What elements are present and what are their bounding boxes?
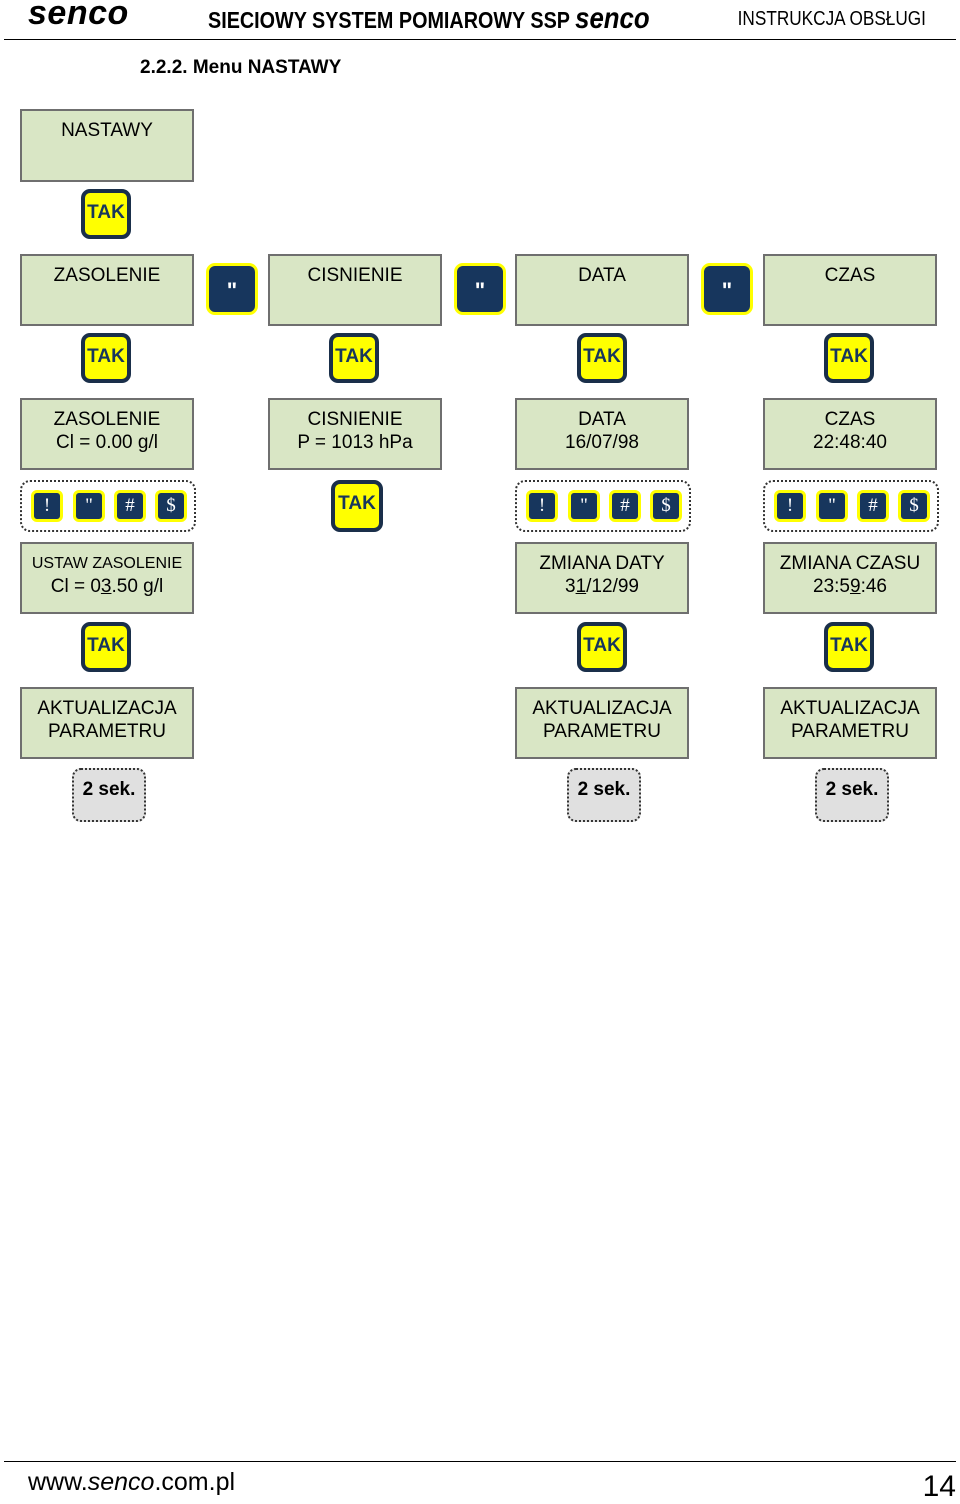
keypad-key-1: ! (526, 490, 558, 522)
current-title: ZASOLENIE (53, 409, 161, 430)
keypad-key-3: # (857, 490, 889, 522)
tak-key-czas: TAK (824, 333, 874, 383)
box-set-data: ZMIANA DATY 31/12/99 (515, 542, 689, 614)
current-title: DATA (578, 409, 626, 430)
set-value: 31/12/99 (517, 575, 687, 598)
keypad-czas: ! " # $ (763, 480, 939, 532)
tak-key-root: TAK (81, 189, 131, 239)
box-update-data: AKTUALIZACJA PARAMETRU (515, 687, 689, 759)
menu-label: CISNIENIE (307, 265, 403, 286)
update-line2: PARAMETRU (791, 721, 909, 742)
set-value-cursor: 1 (575, 576, 587, 597)
box-menu-zasolenie: ZASOLENIE (20, 254, 194, 326)
keypad-key-4: $ (898, 490, 930, 522)
update-line2: PARAMETRU (543, 721, 661, 742)
box-update-czas: AKTUALIZACJA PARAMETRU (763, 687, 937, 759)
set-title: ZMIANA CZASU (779, 553, 921, 574)
menu-label: ZASOLENIE (53, 265, 161, 286)
box-current-czas: CZAS 22:48:40 (763, 398, 937, 470)
senco-logo: senco (28, 0, 129, 32)
keypad-key-3: # (114, 490, 146, 522)
delay-box-zasolenie: 2 sek. (72, 768, 146, 822)
tak-key-zasolenie: TAK (81, 333, 131, 383)
current-title: CZAS (824, 409, 876, 430)
current-value: 22:48:40 (813, 432, 887, 453)
keypad-data: ! " # $ (515, 480, 691, 532)
box-current-zasolenie: ZASOLENIE Cl = 0.00 g/l (20, 398, 194, 470)
set-value-pre: 3 (565, 576, 576, 597)
current-value: 16/07/98 (565, 432, 639, 453)
tak-key-data: TAK (577, 333, 627, 383)
footer-url-b: senco (87, 1468, 155, 1496)
set-value-post: :46 (860, 576, 887, 597)
set-value-pre: 23:5 (813, 576, 850, 597)
section-title: 2.2.2. Menu NASTAWY (140, 57, 342, 78)
delay-box-data: 2 sek. (567, 768, 641, 822)
box-menu-data: DATA (515, 254, 689, 326)
keypad-key-3: # (609, 490, 641, 522)
box-menu-cisnienie: CISNIENIE (268, 254, 442, 326)
footer-url[interactable]: www.senco.com.pl (28, 1468, 235, 1497)
update-line2: PARAMETRU (48, 721, 166, 742)
tak-key-cisnienie: TAK (329, 333, 379, 383)
update-line1: AKTUALIZACJA (532, 698, 672, 719)
tak-key-set-data: TAK (577, 622, 627, 672)
footer-url-c: .com.pl (154, 1468, 236, 1496)
keypad-key-1: ! (774, 490, 806, 522)
box-nastawy: NASTAWY (20, 109, 194, 182)
box-current-cisnienie: CISNIENIE P = 1013 hPa (268, 398, 442, 470)
current-value: P = 1013 hPa (297, 432, 413, 453)
footer-divider (4, 1461, 956, 1462)
page-number: 14 (922, 1470, 956, 1503)
keypad-zasolenie: ! " # $ (20, 480, 196, 532)
set-value: 23:59:46 (765, 575, 935, 598)
keypad-key-4: $ (155, 490, 187, 522)
set-value-cursor: 3 (100, 576, 112, 597)
current-value: Cl = 0.00 g/l (56, 432, 158, 453)
keypad-key-2: " (73, 490, 105, 522)
set-value-post: .50 g/l (111, 576, 164, 597)
delay-box-czas: 2 sek. (815, 768, 889, 822)
menu-label: CZAS (824, 265, 876, 286)
box-nastawy-label: NASTAWY (61, 120, 153, 141)
set-title: ZMIANA DATY (539, 553, 665, 574)
update-line1: AKTUALIZACJA (37, 698, 177, 719)
next-key-3: " (701, 263, 753, 315)
box-menu-czas: CZAS (763, 254, 937, 326)
set-value-cursor: 9 (849, 576, 861, 597)
tak-key-set-czas: TAK (824, 622, 874, 672)
keypad-key-2: " (816, 490, 848, 522)
footer-url-a: www. (28, 1468, 88, 1496)
header-title-text: SIECIOWY SYSTEM POMIAROWY SSP (208, 7, 576, 33)
keypad-key-2: " (568, 490, 600, 522)
header-title: SIECIOWY SYSTEM POMIAROWY SSP senco (208, 2, 650, 36)
header-right: INSTRUKCJA OBSŁUGI (737, 8, 926, 30)
box-current-data: DATA 16/07/98 (515, 398, 689, 470)
box-set-zasolenie: USTAW ZASOLENIE Cl = 03.50 g/l (20, 542, 194, 614)
keypad-key-4: $ (650, 490, 682, 522)
keypad-key-1: ! (31, 490, 63, 522)
set-value: Cl = 03.50 g/l (22, 575, 192, 598)
header-title-brand: senco (575, 2, 650, 35)
header-divider (4, 39, 956, 40)
menu-label: DATA (578, 265, 626, 286)
next-key-1: " (206, 263, 258, 315)
set-value-pre: Cl = 0 (50, 576, 101, 597)
set-title: USTAW ZASOLENIE (31, 555, 183, 572)
box-update-zasolenie: AKTUALIZACJA PARAMETRU (20, 687, 194, 759)
set-value-post: /12/99 (586, 576, 639, 597)
update-line1: AKTUALIZACJA (780, 698, 920, 719)
box-set-czas: ZMIANA CZASU 23:59:46 (763, 542, 937, 614)
next-key-2: " (454, 263, 506, 315)
current-title: CISNIENIE (307, 409, 403, 430)
tak-key-set-zasolenie: TAK (81, 622, 131, 672)
tak-key-cisnienie-confirm: TAK (331, 480, 383, 532)
